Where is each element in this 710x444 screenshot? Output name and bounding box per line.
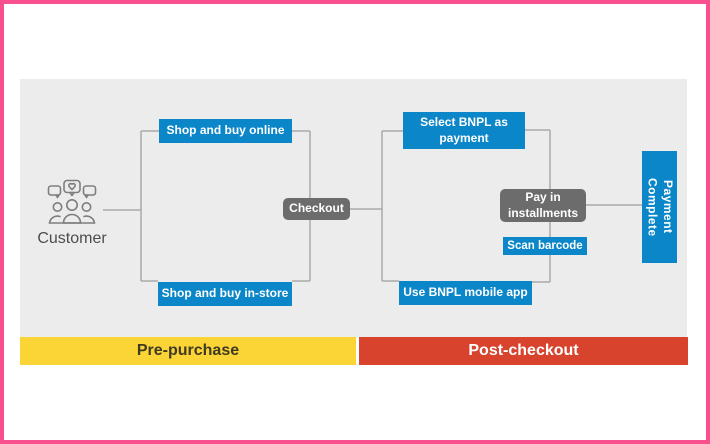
node-select-bnpl-as-payment: Select BNPL as payment [403, 112, 525, 149]
node-shop-and-buy-online: Shop and buy online [159, 119, 292, 143]
node-use-bnpl-mobile-app: Use BNPL mobile app [399, 281, 532, 305]
node-shop-and-buy-in-store: Shop and buy in-store [158, 282, 292, 306]
phase-bar-post-checkout: Post-checkout [359, 337, 688, 365]
node-checkout: Checkout [283, 198, 350, 220]
people-group-icon [47, 179, 97, 224]
node-scan-barcode: Scan barcode [503, 237, 587, 255]
node-pay-in-installments: Pay in installments [500, 189, 586, 222]
node-payment-complete: Payment Complete [642, 151, 677, 263]
customer-label: Customer [37, 230, 107, 247]
customer-figure: Customer [24, 179, 120, 248]
phase-bar-pre-purchase: Pre-purchase [20, 337, 356, 365]
